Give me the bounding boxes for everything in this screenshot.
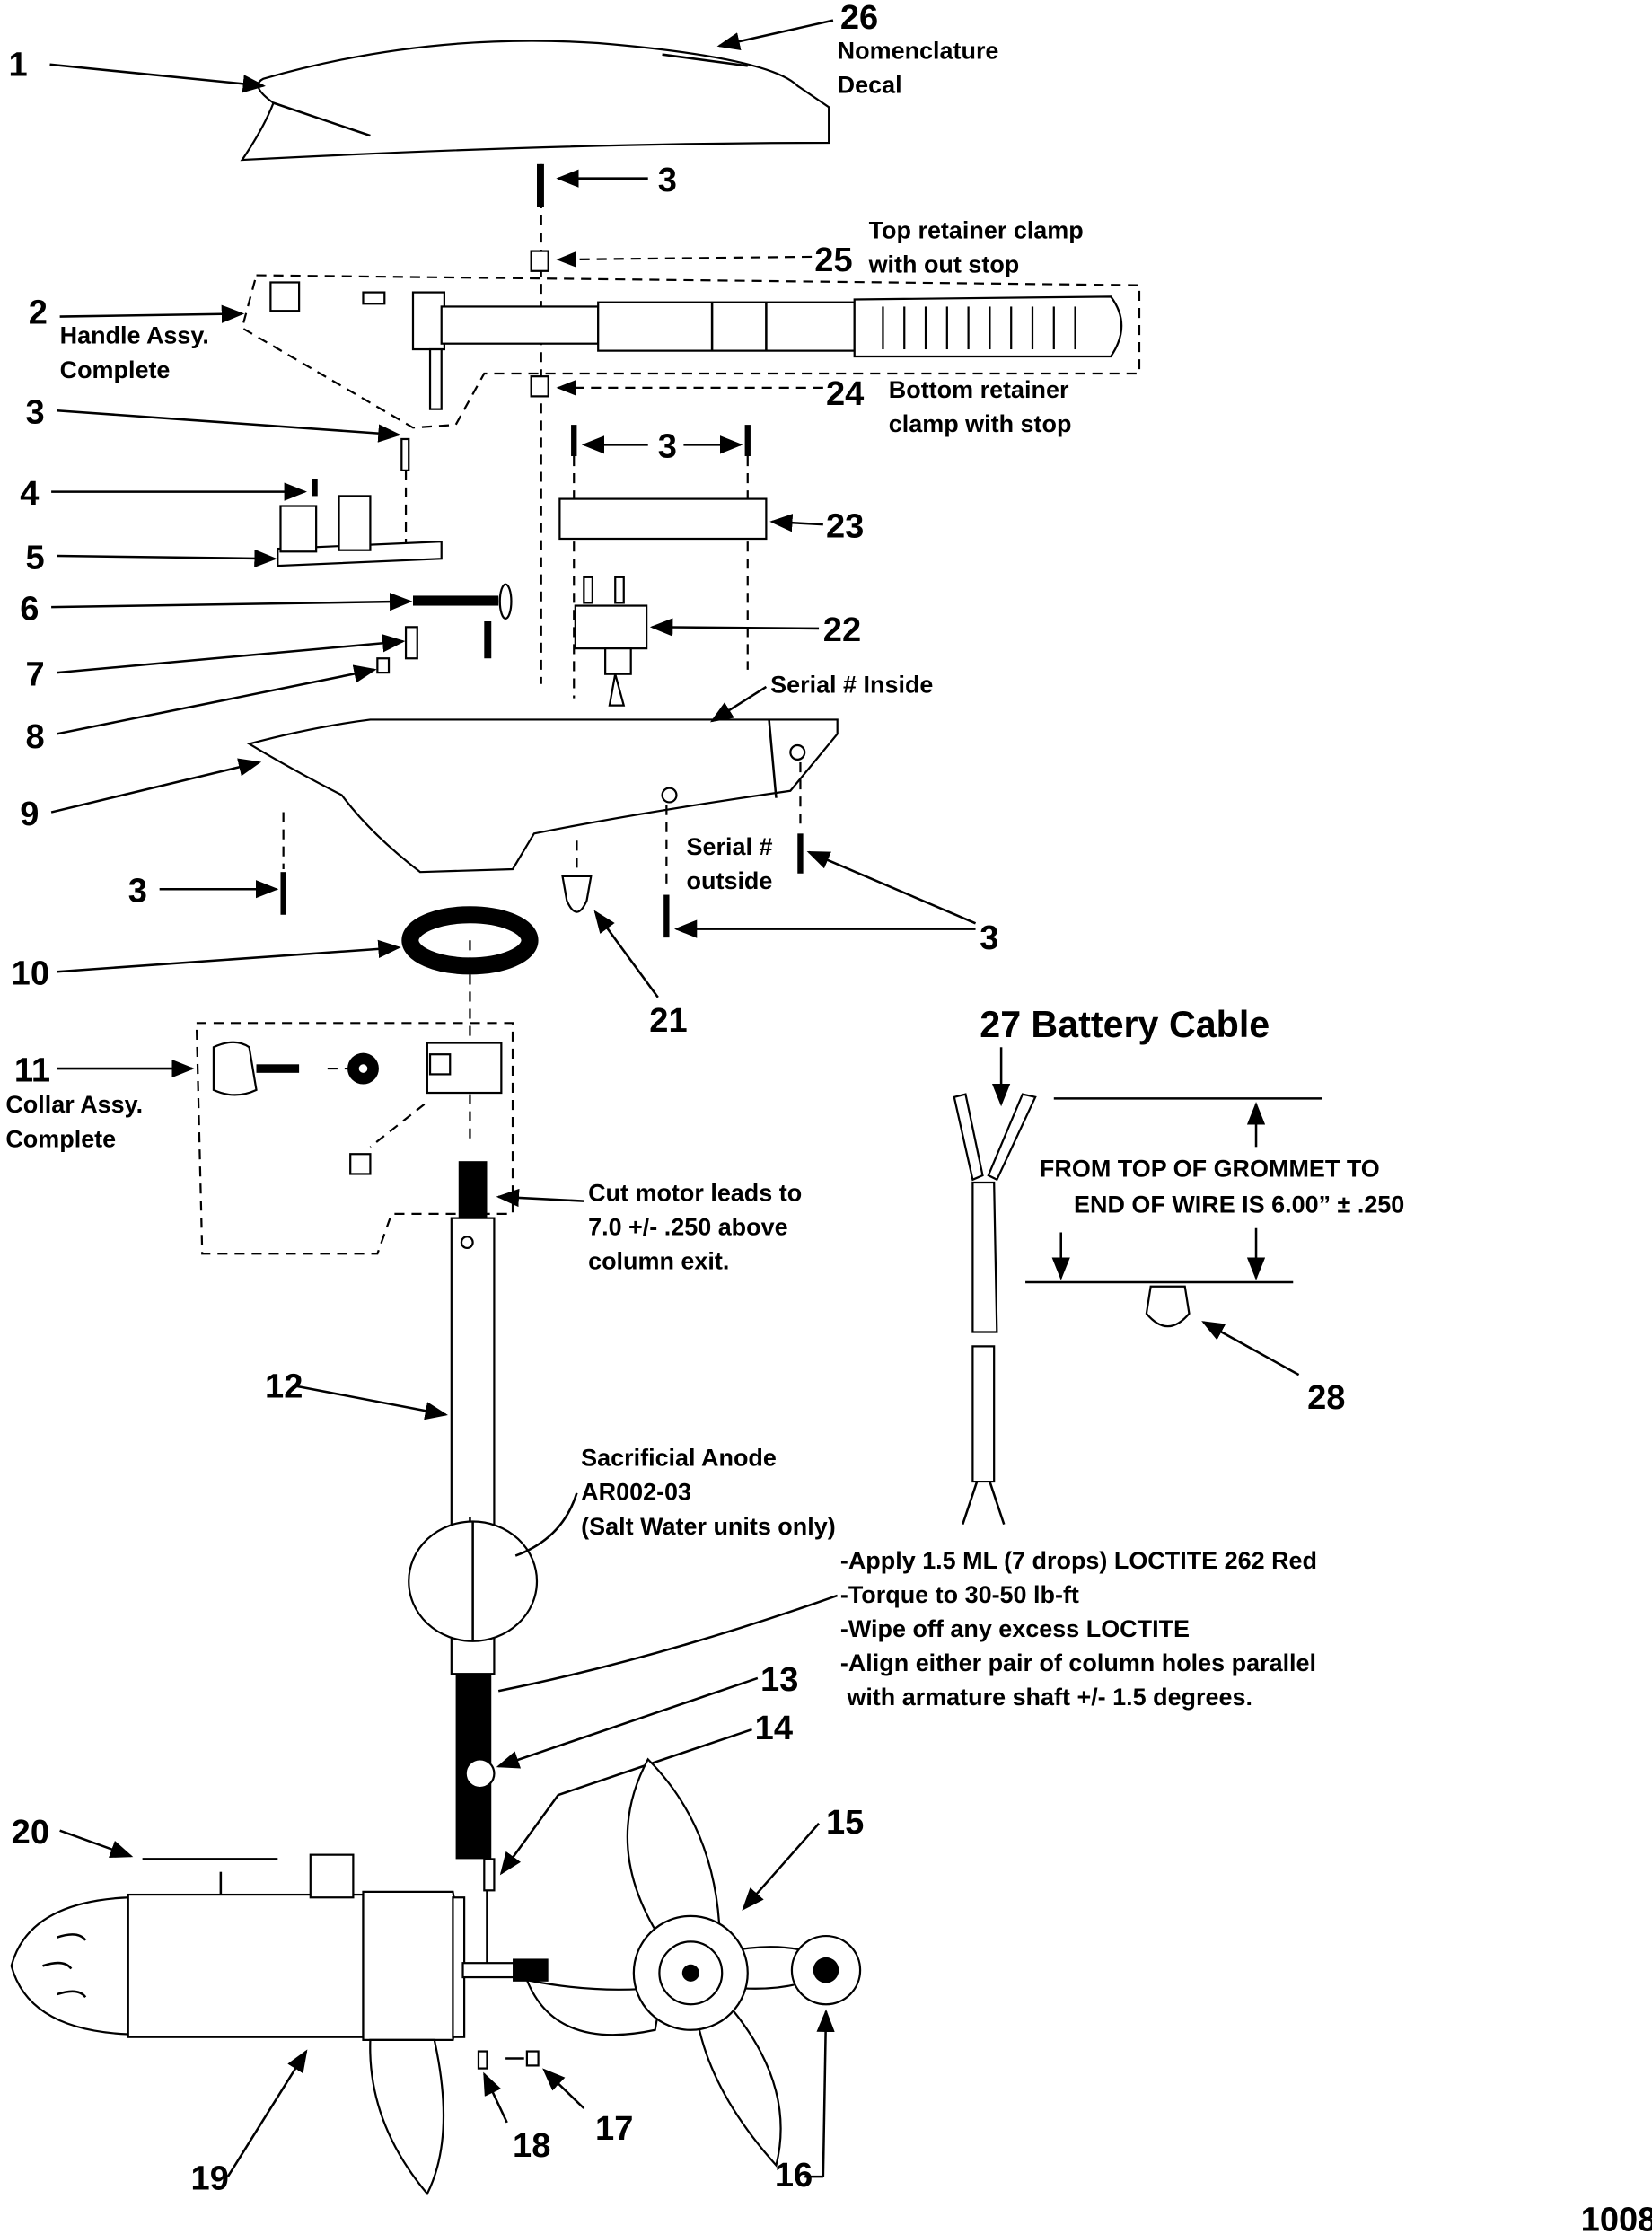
collar-label: Collar Assy.: [5, 1091, 143, 1118]
callout-21: 21: [649, 1002, 687, 1040]
cut-leads-note: column exit.: [588, 1248, 729, 1275]
callout-26: 26: [840, 0, 878, 37]
callout-3: 3: [980, 919, 998, 957]
serial-outside-label: outside: [687, 867, 773, 894]
callout-15: 15: [826, 1804, 864, 1842]
callout-1: 1: [9, 46, 28, 84]
callout-20: 20: [12, 1814, 49, 1851]
grommet-note: END OF WIRE IS 6.00” ± .250: [1074, 1191, 1404, 1218]
cut-leads-note: 7.0 +/- .250 above: [588, 1214, 788, 1241]
callout-14: 14: [755, 1710, 793, 1747]
assembly-note: -Align either pair of column holes paral…: [840, 1649, 1316, 1676]
callout-17: 17: [595, 2110, 633, 2148]
anode-label: Sacrificial Anode: [581, 1445, 777, 1472]
top-cover-part: [240, 40, 830, 162]
callout-7: 7: [26, 655, 45, 693]
battery-cable-part: [953, 1093, 1037, 1526]
battery-cable-label: Battery Cable: [1031, 1004, 1270, 1045]
callout-3: 3: [658, 162, 677, 199]
handle-label: Complete: [60, 356, 171, 383]
callout-labels: 1 26 3 25 2 24 3 3 4 23 5 6 22 7 8 9 3 3…: [9, 0, 1652, 2234]
callout-4: 4: [20, 475, 39, 513]
part-descriptions: Nomenclature Decal Top retainer clamp wi…: [5, 37, 1404, 1711]
bottom-clamp-label: Bottom retainer: [889, 376, 1069, 403]
assembly-note: with armature shaft +/- 1.5 degrees.: [840, 1684, 1252, 1711]
assembly-note: -Wipe off any excess LOCTITE: [840, 1615, 1190, 1642]
callout-27: 27: [980, 1004, 1021, 1045]
serial-inside-label: Serial # Inside: [770, 671, 933, 698]
callout-19: 19: [191, 2159, 229, 2197]
grommet-note: FROM TOP OF GROMMET TO: [1040, 1156, 1380, 1183]
callout-3: 3: [658, 428, 677, 466]
circuit-board-part: [277, 495, 443, 567]
cut-leads-note: Cut motor leads to: [588, 1180, 802, 1207]
callout-11: 11: [14, 1051, 50, 1089]
bottom-clamp-label: clamp with stop: [889, 410, 1072, 437]
callout-5: 5: [26, 539, 45, 576]
callout-12: 12: [265, 1368, 303, 1405]
callout-28: 28: [1307, 1379, 1345, 1417]
top-clamp-label: Top retainer clamp: [869, 216, 1084, 243]
callout-18: 18: [513, 2127, 550, 2165]
lower-cover-part: [246, 718, 839, 874]
callout-10: 10: [12, 954, 49, 992]
callout-16: 16: [775, 2157, 813, 2194]
propeller-part: [525, 1757, 842, 2168]
nomenclature-label: Decal: [838, 72, 902, 99]
callout-8: 8: [26, 718, 45, 756]
collar-label: Complete: [5, 1125, 116, 1152]
callout-3: 3: [128, 872, 147, 910]
handle-assembly-part: [241, 274, 1141, 429]
callout-6: 6: [20, 590, 39, 628]
assembly-note: -Apply 1.5 ML (7 drops) LOCTITE 262 Red: [840, 1547, 1317, 1574]
assembly-note: -Torque to 30-50 lb-ft: [840, 1581, 1079, 1608]
collar-assembly-part: [195, 1022, 514, 1255]
anode-label: (Salt Water units only): [581, 1513, 836, 1540]
column-part: [450, 1161, 496, 1966]
anode-label: AR002-03: [581, 1479, 691, 1506]
callout-2: 2: [29, 294, 48, 331]
callout-3: 3: [26, 394, 45, 432]
callout-9: 9: [20, 796, 39, 833]
callout-25: 25: [814, 242, 852, 279]
diagram-id: 1008: [1581, 2201, 1652, 2234]
handle-label: Handle Assy.: [60, 322, 209, 349]
nomenclature-label: Nomenclature: [838, 37, 999, 64]
callout-22: 22: [823, 611, 861, 649]
switch-part: [574, 576, 648, 707]
top-clamp-label: with out stop: [868, 251, 1020, 277]
callout-13: 13: [760, 1661, 798, 1699]
motor-housing-part: [10, 1853, 549, 2196]
callout-23: 23: [826, 507, 864, 545]
serial-outside-label: Serial #: [687, 833, 773, 860]
callout-24: 24: [826, 375, 864, 413]
